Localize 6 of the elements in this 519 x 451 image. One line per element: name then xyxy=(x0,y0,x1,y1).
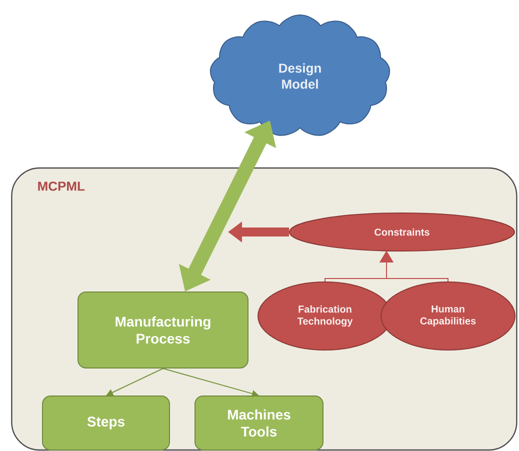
process-box: Manufacturing Process xyxy=(78,292,248,368)
ellipse-node: Human Capabilities xyxy=(380,282,516,350)
process-box: Steps xyxy=(42,396,170,450)
ellipse-node: Constraints xyxy=(289,212,515,252)
process-box: Machines Tools xyxy=(194,396,324,450)
ellipse-node: Fabrication Technology xyxy=(258,282,392,350)
